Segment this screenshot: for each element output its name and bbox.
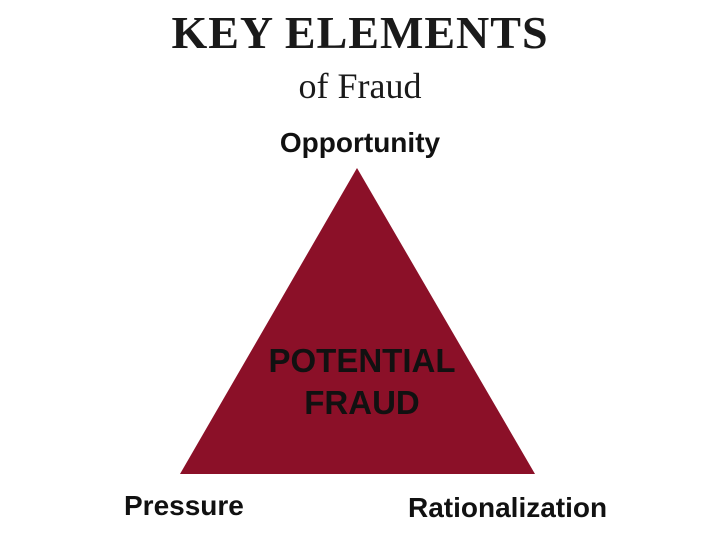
vertex-label-pressure: Pressure [124, 490, 244, 521]
triangle-center-label: POTENTIAL FRAUD [230, 340, 494, 424]
diagram-title: KEY ELEMENTS [171, 7, 549, 58]
vertex-label-rationalization: Rationalization [408, 492, 608, 523]
vertex-label-opportunity: Opportunity [279, 127, 441, 158]
center-label-line-1: POTENTIAL [268, 342, 456, 379]
diagram-subtitle: of Fraud [298, 66, 422, 106]
fraud-triangle-shape [180, 168, 535, 474]
center-label-line-2: FRAUD [304, 384, 420, 421]
